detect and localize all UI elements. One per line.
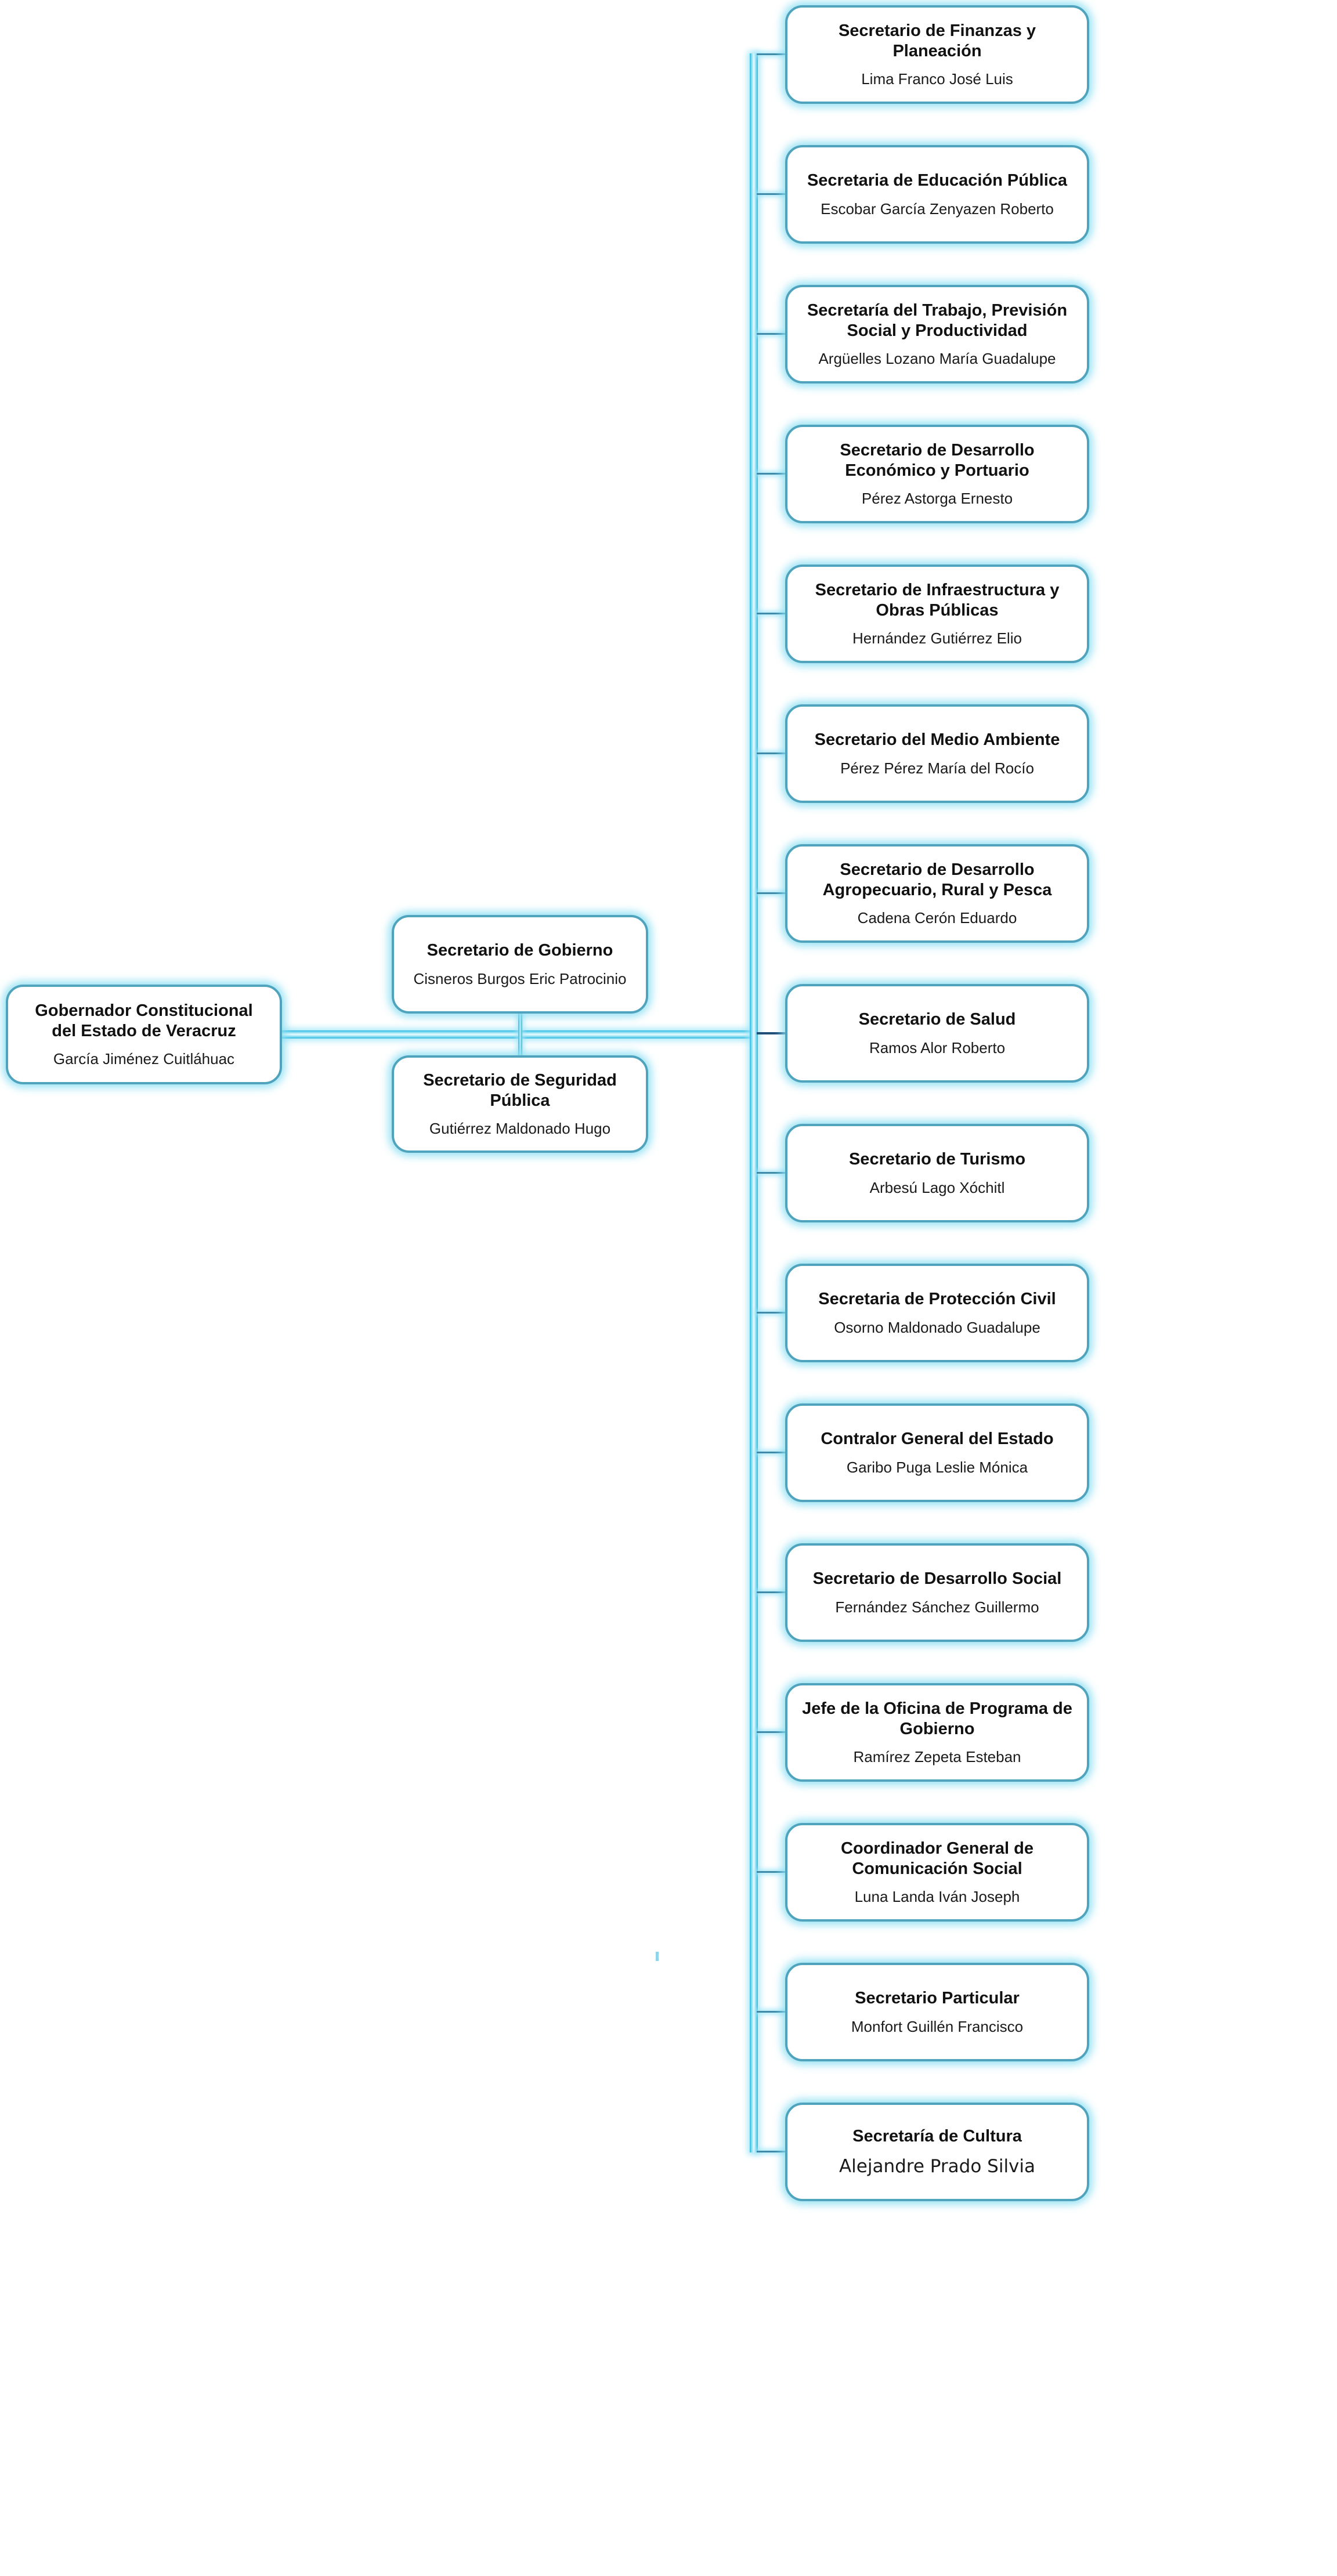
node-title: Secretaria de Educación Pública [807,171,1068,190]
branch-connector-cultura [757,2151,786,2152]
org-node-desarrollo-economico: Secretario de Desarrollo Económico y Por… [785,425,1089,523]
org-node-oficina-programa: Jefe de la Oficina de Programa de Gobier… [785,1683,1089,1782]
node-title: Secretario de Desarrollo Agropecuario, R… [822,860,1052,899]
org-node-contralor: Contralor General del Estado Garibo Puga… [785,1403,1089,1502]
node-title: Gobernador Constitucional del Estado de … [35,1001,253,1040]
branch-connector-secretario-particular [757,2011,786,2013]
node-name: Argüelles Lozano María Guadalupe [818,350,1056,368]
node-title: Secretaría del Trabajo, Previsión Social… [807,301,1068,340]
org-node-seguridad-publica: Secretario de Seguridad Pública Gutiérre… [392,1055,648,1153]
connector-spine-vertical [750,53,758,2152]
org-node-salud: Secretario de Salud Ramos Alor Roberto [785,984,1089,1083]
node-title: Secretario de Gobierno [427,941,613,960]
branch-connector-medio-ambiente [757,752,786,754]
org-node-trabajo: Secretaría del Trabajo, Previsión Social… [785,285,1089,383]
branch-connector-salud [757,1032,786,1034]
org-node-finanzas: Secretario de Finanzas y Planeación Lima… [785,5,1089,104]
node-name: Ramírez Zepeta Esteban [853,1748,1021,1766]
org-node-comunicacion-social: Coordinador General de Comunicación Soci… [785,1823,1089,1922]
node-name: Alejandre Prado Silvia [839,2156,1036,2177]
org-node-gobernador: Gobernador Constitucional del Estado de … [6,985,282,1084]
branch-connector-infraestructura [757,613,786,614]
node-title: Secretario de Salud [858,1010,1016,1029]
connector-trunk-governor [282,1030,752,1039]
node-name: García Jiménez Cuitláhuac [53,1050,235,1068]
node-name: Hernández Gutiérrez Elio [852,629,1022,647]
node-title: Secretario de Desarrollo Social [812,1569,1062,1589]
branch-connector-desarrollo-social [757,1591,786,1593]
node-title: Jefe de la Oficina de Programa de Gobier… [802,1699,1072,1738]
org-node-cultura: Secretaría de Cultura Alejandre Prado Si… [785,2103,1089,2201]
branch-connector-desarrollo-agropecuario [757,892,786,894]
node-title: Secretario de Turismo [848,1150,1026,1169]
branch-connector-contralor [757,1452,786,1453]
org-node-proteccion-civil: Secretaria de Protección Civil Osorno Ma… [785,1264,1089,1362]
org-node-educacion: Secretaria de Educación Pública Escobar … [785,145,1089,244]
org-node-desarrollo-social: Secretario de Desarrollo Social Fernánde… [785,1543,1089,1642]
branch-connector-trabajo [757,333,786,335]
node-name: Cisneros Burgos Eric Patrocinio [413,969,627,987]
node-title: Secretaría de Cultura [852,2127,1022,2146]
node-name: Gutiérrez Maldonado Hugo [429,1120,611,1138]
org-node-gobierno: Secretario de Gobierno Cisneros Burgos E… [392,915,648,1014]
branch-connector-desarrollo-economico [757,473,786,475]
branch-connector-finanzas [757,53,786,55]
node-name: Cadena Cerón Eduardo [857,909,1017,927]
org-node-desarrollo-agropecuario: Secretario de Desarrollo Agropecuario, R… [785,844,1089,943]
branch-connector-educacion [757,193,786,195]
node-name: Osorno Maldonado Guadalupe [834,1318,1040,1336]
node-name: Garibo Puga Leslie Mónica [846,1458,1028,1476]
org-node-infraestructura: Secretario de Infraestructura y Obras Pú… [785,565,1089,663]
node-name: Fernández Sánchez Guillermo [835,1598,1039,1616]
node-name: Monfort Guillén Francisco [851,2017,1024,2035]
node-title: Secretario de Desarrollo Económico y Por… [840,440,1035,480]
node-title: Secretario Particular [855,1989,1020,2008]
branch-connector-turismo [757,1172,786,1174]
connector-gobierno-seguridad [518,1014,522,1055]
branch-connector-comunicacion-social [757,1871,786,1873]
node-name: Pérez Astorga Ernesto [861,490,1013,508]
node-title: Contralor General del Estado [821,1430,1054,1449]
node-title: Secretario de Finanzas y Planeación [838,21,1036,60]
node-title: Secretaria de Protección Civil [818,1290,1056,1309]
org-node-medio-ambiente: Secretario del Medio Ambiente Pérez Pére… [785,704,1089,803]
node-name: Luna Landa Iván Joseph [854,1888,1020,1906]
node-name: Lima Franco José Luis [861,70,1013,88]
branch-connector-oficina-programa [757,1731,786,1733]
node-title: Secretario de Seguridad Pública [423,1070,617,1110]
node-title: Coordinador General de Comunicación Soci… [841,1839,1034,1878]
node-title: Secretario del Medio Ambiente [814,730,1060,750]
node-name: Pérez Pérez María del Rocío [840,759,1034,777]
org-node-turismo: Secretario de Turismo Arbesú Lago Xóchit… [785,1124,1089,1222]
node-name: Ramos Alor Roberto [869,1039,1006,1057]
node-title: Secretario de Infraestructura y Obras Pú… [815,580,1060,620]
org-node-secretario-particular: Secretario Particular Monfort Guillén Fr… [785,1963,1089,2061]
branch-connector-proteccion-civil [757,1312,786,1314]
node-name: Escobar García Zenyazen Roberto [821,200,1054,218]
node-name: Arbesú Lago Xóchitl [869,1178,1005,1196]
stray-line-artifact [656,1952,659,1961]
